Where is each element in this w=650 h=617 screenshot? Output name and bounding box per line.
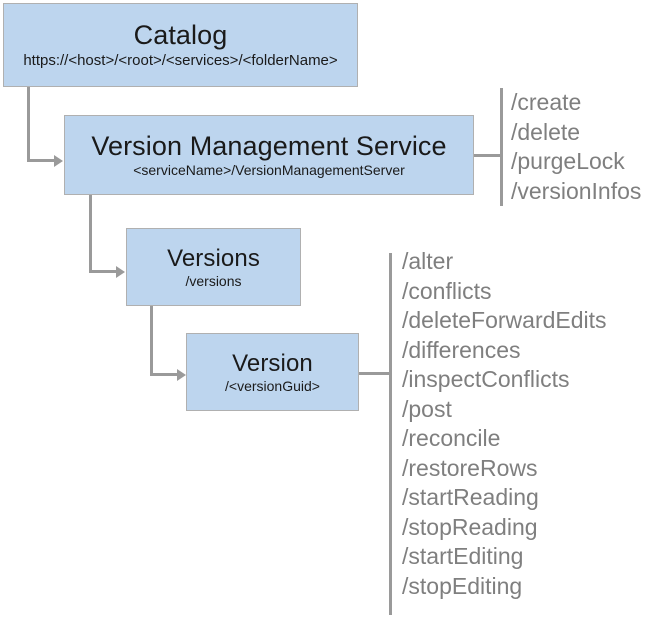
connector-version-to-operations xyxy=(359,372,390,375)
node-version-management-service-title: Version Management Service xyxy=(91,130,447,161)
node-versions-title: Versions xyxy=(167,244,260,272)
node-version-title: Version xyxy=(232,349,313,377)
connector-catalog-to-vms-horizontal xyxy=(27,159,55,162)
node-versions: Versions /versions xyxy=(126,228,301,306)
operation-item: /inspectConflicts xyxy=(402,366,570,392)
connector-vms-to-operations xyxy=(474,154,501,157)
operation-list-vms: /create /delete /purgeLock /versionInfos xyxy=(511,88,641,206)
node-catalog: Catalog https://<host>/<root>/<services>… xyxy=(3,3,358,87)
bracket-vms-operations xyxy=(500,88,503,206)
operation-list-version: /alter /conflicts /deleteForwardEdits /d… xyxy=(402,247,607,601)
node-version-subtitle: /<versionGuid> xyxy=(225,377,320,394)
arrow-head-icon-versions-to-version xyxy=(177,369,186,381)
node-catalog-title: Catalog xyxy=(133,19,228,50)
connector-versions-to-version-horizontal xyxy=(150,373,178,376)
operation-item: /startReading xyxy=(402,484,539,510)
operation-item: /deleteForwardEdits xyxy=(402,307,607,333)
operation-item: /conflicts xyxy=(402,277,492,304)
node-version-management-service: Version Management Service <serviceName>… xyxy=(64,115,474,195)
operation-item: /reconcile xyxy=(402,425,501,451)
operation-item: /stopEditing xyxy=(402,572,523,599)
operation-item: /versionInfos xyxy=(511,177,642,204)
connector-catalog-to-vms-vertical xyxy=(27,87,30,161)
connector-versions-to-version-vertical xyxy=(150,306,153,376)
bracket-version-operations xyxy=(389,253,392,615)
operation-item: /stopReading xyxy=(402,513,538,540)
connector-vms-to-versions-horizontal xyxy=(89,270,117,273)
operation-item: /purgeLock xyxy=(511,148,625,174)
node-version-management-service-subtitle: <serviceName>/VersionManagementServer xyxy=(133,162,405,179)
operation-item: /delete xyxy=(511,118,581,145)
node-version: Version /<versionGuid> xyxy=(186,333,359,411)
operation-item: /startEditing xyxy=(402,543,524,569)
node-catalog-subtitle: https://<host>/<root>/<services>/<folder… xyxy=(23,52,338,70)
operation-item: /alter xyxy=(402,248,454,274)
node-versions-subtitle: /versions xyxy=(185,272,242,289)
operation-item: /differences xyxy=(402,336,521,363)
operation-item: /create xyxy=(511,89,582,115)
arrow-head-icon-catalog-to-vms xyxy=(54,155,63,167)
operation-item: /post xyxy=(402,395,452,422)
connector-vms-to-versions-vertical xyxy=(89,195,92,272)
arrow-head-icon-vms-to-versions xyxy=(116,266,125,278)
operation-item: /restoreRows xyxy=(402,454,538,481)
